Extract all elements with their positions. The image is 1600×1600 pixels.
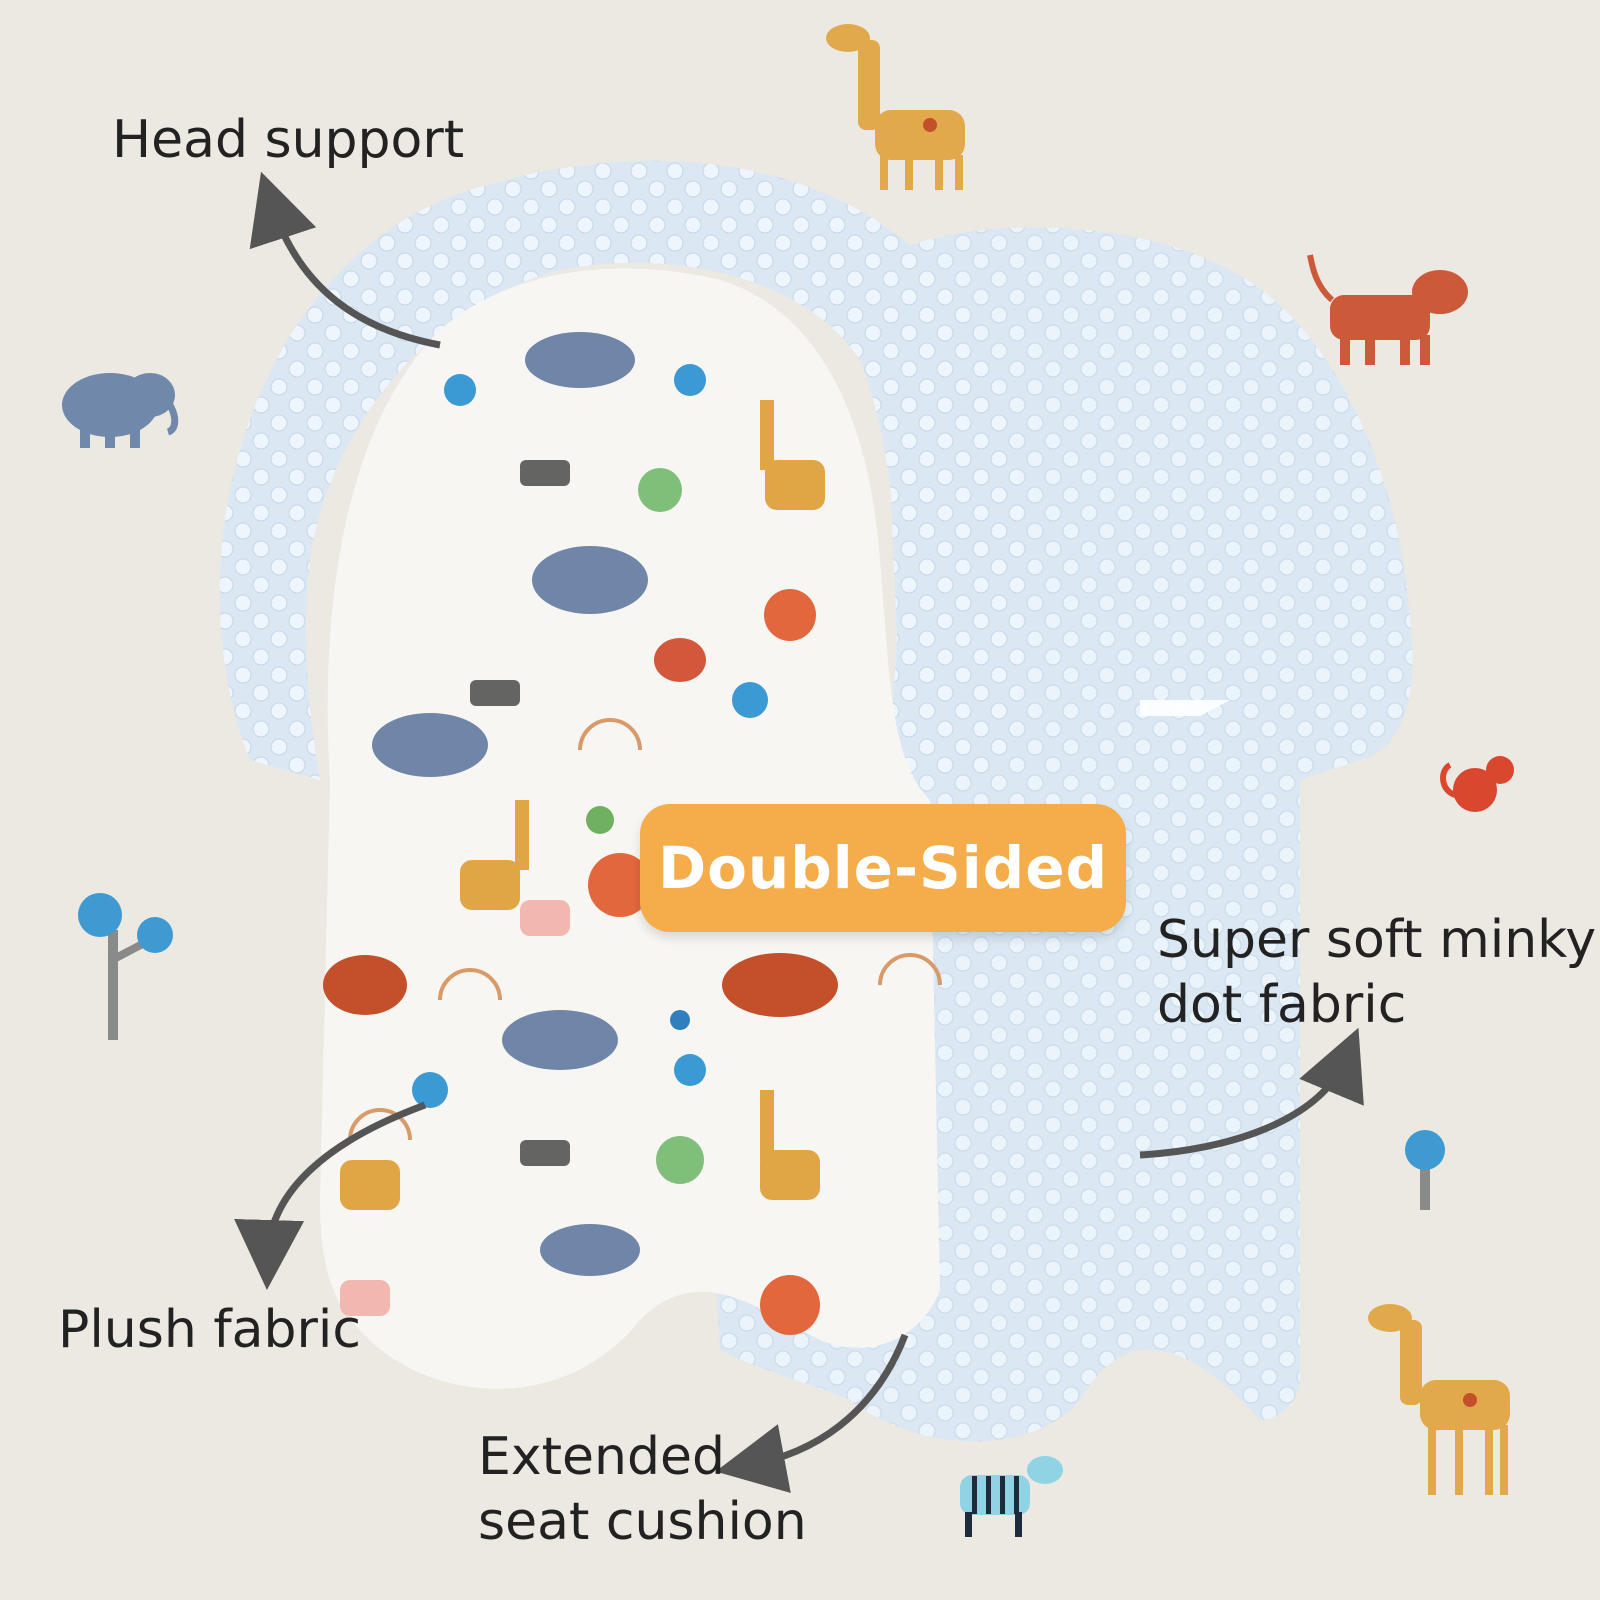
curved-arrow-icon: [249, 171, 441, 349]
seat-cushion-label-line2: seat cushion: [478, 1492, 807, 1552]
head-support-label: Head support: [112, 110, 465, 170]
double-sided-badge-label: Double-Sided: [657, 834, 1109, 902]
curved-arrow-icon: [234, 1101, 427, 1290]
zebra-icon: [960, 1456, 1063, 1537]
curved-arrow-icon: [715, 1333, 909, 1493]
minky-fabric-label-line2: dot fabric: [1157, 975, 1407, 1035]
curved-arrow-icon: [1139, 1027, 1364, 1159]
giraffe-icon: [1368, 1304, 1510, 1495]
elephant-icon: [62, 373, 179, 448]
minky-fabric-label-line1: Super soft minky: [1157, 910, 1597, 970]
leopard-icon: [1307, 254, 1468, 365]
print-motifs: [323, 332, 942, 1335]
double-sided-badge: Double-Sided: [640, 804, 1126, 932]
plush-print-panel: [320, 268, 940, 1389]
plush-fabric-label: Plush fabric: [58, 1300, 361, 1360]
head-support-ring: [219, 160, 1027, 780]
seat-cushion-label-line1: Extended: [478, 1427, 725, 1487]
tree-icon: [1405, 1130, 1445, 1210]
monkey-icon: [1440, 756, 1514, 812]
giraffe-icon: [826, 24, 965, 190]
tree-icon: [78, 893, 173, 1040]
